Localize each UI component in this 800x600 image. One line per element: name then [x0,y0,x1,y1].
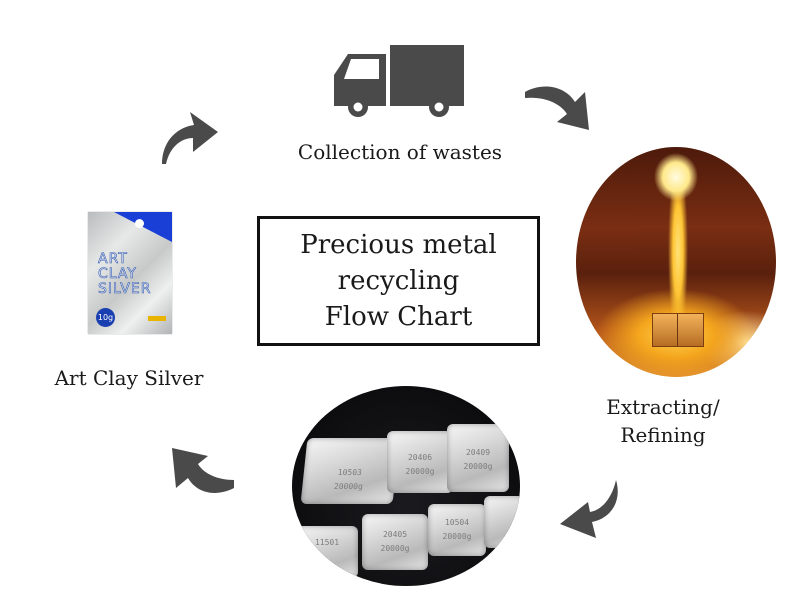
silver-bar: 11501 [296,526,358,578]
art-clay-silver-label: Art Clay Silver [54,366,204,390]
silver-bar: 20405 20000g [362,514,428,570]
silver-bar [484,496,520,548]
silver-bar: 10504 20000g [428,504,486,556]
arrow-to-art-clay-silver [172,448,234,493]
package-weight-badge: 10g [96,308,115,327]
silver-bar: 20406 20000g [387,431,453,493]
arrow-to-silver-bars [560,480,618,538]
package-hang-hole [135,219,144,228]
package-blue-corner [114,212,172,242]
extracting-label-line-1: Extracting/ [606,395,720,419]
art-clay-silver-package-image: ART CLAY SILVER 10g [88,212,172,334]
package-brand-text: ART CLAY SILVER [98,251,152,297]
extracting-refining-label: Extracting/ Refining [588,393,738,449]
silver-bar: 20409 20000g [447,424,509,492]
extracting-label-line-2: Refining [620,423,706,447]
title-line-1: Precious metal [300,230,497,260]
truck-icon [334,45,464,117]
arrow-to-refining [525,86,589,130]
silver-bar: 10503 20000g [300,438,400,504]
arrow-to-collection [162,112,218,164]
title-line-2: recycling [337,266,460,296]
title-line-3: Flow Chart [324,302,473,332]
collection-of-wastes-label: Collection of wastes [297,140,503,164]
flow-chart-title-box: Precious metal recycling Flow Chart [257,216,540,346]
package-logo [148,316,166,321]
casting-mold [652,313,704,347]
silver-ingots-image: 10503 20000g 20406 20000g 20409 20000g 2… [292,386,520,586]
molten-metal-pouring-image [576,147,776,377]
